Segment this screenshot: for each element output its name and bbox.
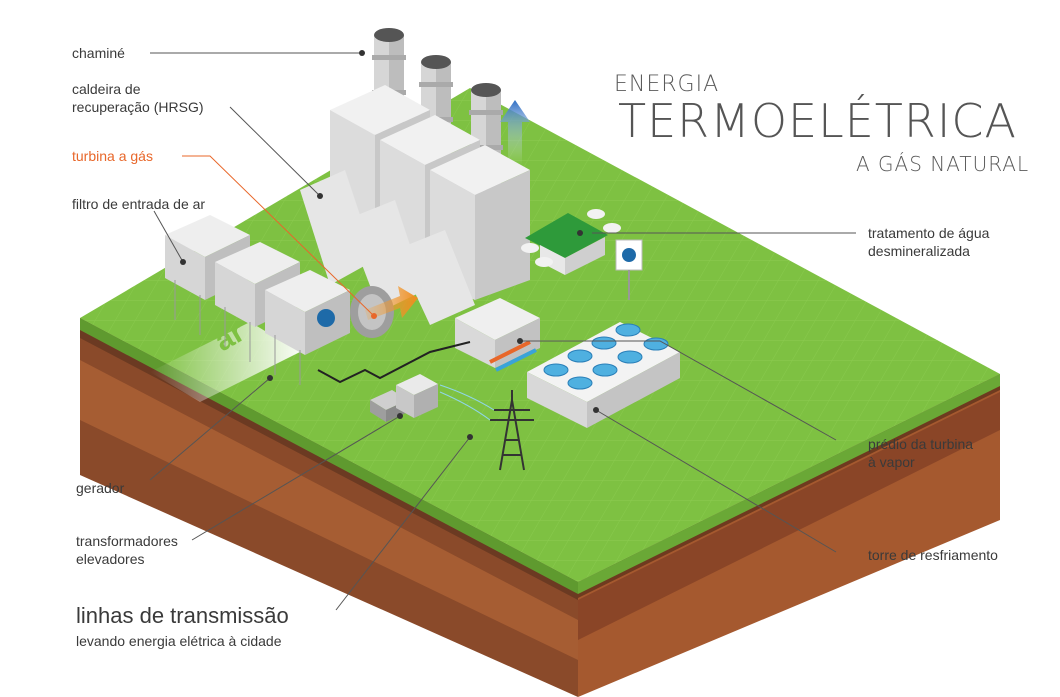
- label-steam-line1: prédio da turbina: [868, 436, 974, 452]
- exhaust-arrow: [500, 100, 530, 165]
- label-transformers-line1: transformadores: [76, 533, 178, 549]
- transformer: [396, 374, 438, 418]
- water-treatment: [521, 209, 643, 300]
- label-water-line1: tratamento de água: [868, 225, 990, 241]
- tank-3: [521, 243, 539, 253]
- tank-2: [603, 223, 621, 233]
- title-line3: A GÁS NATURAL: [856, 152, 1030, 176]
- hrsg-3: [395, 145, 530, 325]
- label-cooling-tower: torre de resfriamento: [868, 547, 998, 563]
- label-steam-turbine: prédio da turbina à vapor: [868, 435, 973, 471]
- cooling-fans: [543, 323, 669, 390]
- power-cable: [317, 341, 471, 384]
- title-line1: ENERGIA: [614, 72, 720, 97]
- soil-left-band: [80, 360, 578, 660]
- label-transmission-sub: levando energia elétrica à cidade: [76, 633, 282, 649]
- leader-dots: [180, 50, 599, 440]
- label-water-treatment: tratamento de água desmineralizada: [868, 224, 989, 260]
- tank-1: [587, 209, 605, 219]
- gas-turbine: [350, 286, 418, 338]
- label-water-line2: desmineralizada: [868, 243, 970, 259]
- label-generator: gerador: [76, 480, 125, 496]
- soil-right-band: [578, 392, 1000, 640]
- gas-turbine-arrow: [365, 286, 418, 320]
- label-hrsg-line1: caldeira de: [72, 81, 141, 97]
- label-transformers-line2: elevadores: [76, 551, 145, 567]
- steam-turbine-building: [455, 298, 540, 372]
- title-line2: TERMOELÉTRICA: [618, 94, 1017, 148]
- air-filter-3: [265, 270, 350, 385]
- air-filters: [165, 215, 350, 385]
- sign-logo-icon: [622, 248, 636, 262]
- label-hrsg: caldeira de recuperação (HRSG): [72, 80, 204, 116]
- hrsg-units: [300, 85, 530, 325]
- leader-lines: [149, 52, 856, 611]
- tank-4: [535, 257, 553, 267]
- label-transmission-lines: linhas de transmissão: [76, 603, 289, 628]
- cooling-tower: [527, 322, 680, 428]
- label-hrsg-line2: recuperação (HRSG): [72, 99, 204, 115]
- logo-badge-icon: [317, 309, 335, 327]
- grass-edge-right: [578, 374, 1000, 594]
- label-chimney: chaminé: [72, 45, 125, 61]
- air-beam: [150, 322, 300, 402]
- label-steam-line2: à vapor: [868, 454, 915, 470]
- label-air-filter: filtro de entrada de ar: [72, 196, 206, 212]
- label-gas-turbine: turbina a gás: [72, 148, 153, 164]
- label-transformers: transformadores elevadores: [76, 532, 178, 568]
- transmission-tower: [439, 384, 534, 471]
